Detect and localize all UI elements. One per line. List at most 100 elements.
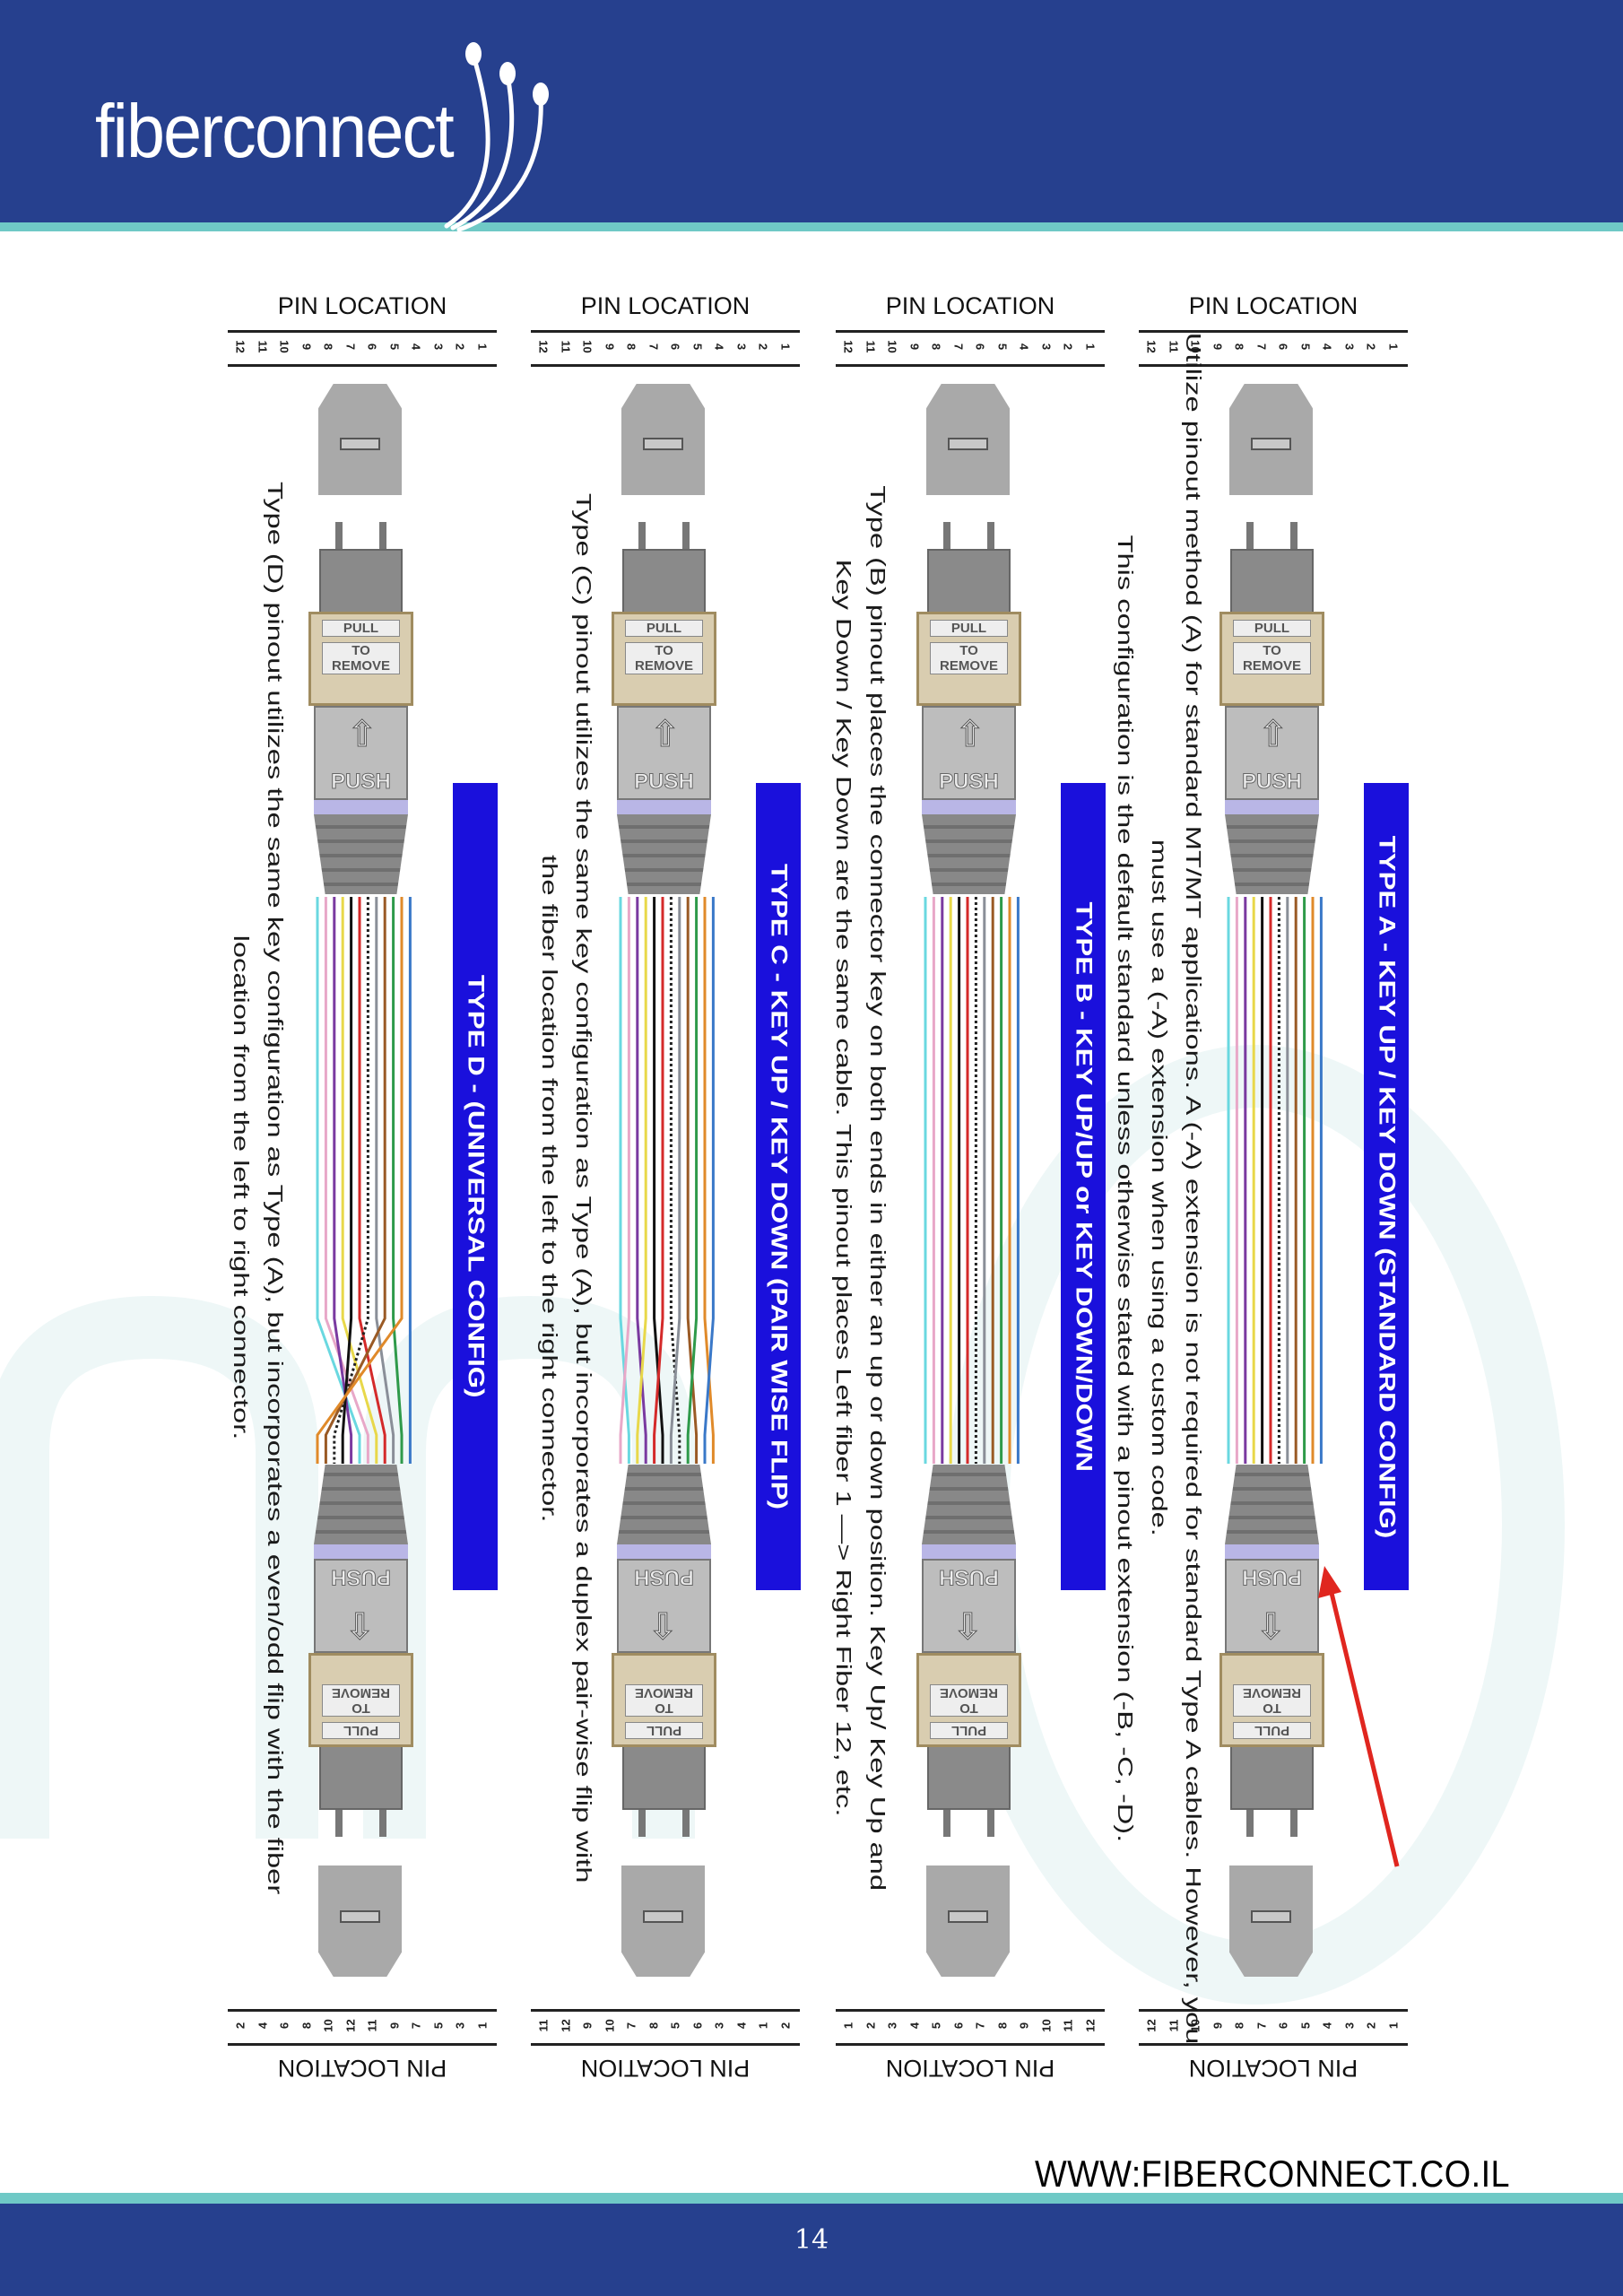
strain-relief-boot	[617, 814, 711, 894]
footer-accent-line	[0, 2193, 1623, 2204]
strain-relief-boot	[922, 814, 1016, 894]
description-line: location from the left to right connecto…	[230, 935, 253, 1441]
description-line: the fiber location from the left to the …	[538, 854, 561, 1523]
fiber-9	[636, 897, 647, 1464]
ferrule-face	[1251, 438, 1291, 450]
pin-strip-line	[836, 2009, 1105, 2012]
arrow-up-icon: ⇧	[650, 715, 681, 755]
guide-pin	[943, 522, 950, 553]
fiber-11	[619, 897, 630, 1464]
fiber-ribbon	[316, 897, 412, 1464]
fiber-10	[333, 897, 353, 1464]
pull-label: PULL	[322, 620, 400, 637]
description-line: Type (C) pinout utilizes the same key co…	[572, 493, 595, 1883]
pin-strip-line	[531, 364, 800, 367]
type-title-bar: TYPE B - KEY UP/UP or KEY DOWN/DOWN	[1061, 783, 1106, 1590]
fiber-ribbon	[924, 897, 1020, 1464]
fiber-7	[358, 897, 386, 1464]
ferrule-face	[340, 438, 380, 450]
fiber-8	[341, 897, 353, 1464]
type-description: Type (D) pinout utilizes the same key co…	[224, 404, 292, 1973]
guide-pin	[1246, 522, 1254, 553]
type-title-bar: TYPE A - KEY UP / KEY DOWN (STANDARD CON…	[1364, 783, 1409, 1590]
page-number: 14	[794, 2224, 829, 2256]
push-label: PUSH	[634, 770, 695, 795]
fiber-12	[316, 897, 361, 1464]
connector-band	[314, 800, 408, 814]
connector-body	[622, 549, 706, 621]
description-line: Utilize pinout method (A) for standard M…	[1182, 332, 1205, 2045]
fiber-ribbon	[1227, 897, 1323, 1464]
push-area: ⇧PUSH	[314, 706, 408, 800]
type-description: Utilize pinout method (A) for standard M…	[1108, 333, 1211, 2045]
pin-strip-line	[531, 2043, 800, 2046]
pull-label: PULL	[625, 620, 703, 637]
remove-label: TO REMOVE	[1233, 642, 1311, 674]
header-bar	[0, 0, 1623, 222]
pin-location-label-top: PIN LOCATION	[277, 292, 447, 319]
push-label: PUSH	[331, 770, 392, 795]
push-label: PUSH	[1242, 770, 1303, 795]
pin-location-label-top: PIN LOCATION	[885, 292, 1055, 319]
guide-pin	[1290, 522, 1298, 553]
pin-strip-line	[531, 330, 800, 333]
push-area: ⇧ PUSH	[617, 706, 711, 800]
fiber-2	[316, 897, 404, 1464]
logo-fiber-icon	[444, 42, 549, 232]
pin-strip-line	[836, 330, 1105, 333]
push-area: ⇧PUSH	[922, 706, 1016, 800]
description-line: This configuration is the default standa…	[1114, 535, 1137, 1842]
pin-strip-line	[228, 364, 497, 367]
ferrule-face	[643, 438, 683, 450]
guide-pin	[335, 522, 343, 553]
strain-relief-boot	[314, 814, 408, 894]
logo: fiberconnect	[95, 89, 455, 173]
type-title: TYPE A - KEY UP / KEY DOWN (STANDARD CON…	[1374, 835, 1400, 1538]
ferrule-end-view	[621, 384, 705, 495]
type-title: TYPE D - (UNIVERSAL CONFIG)	[463, 975, 489, 1398]
fiber-7	[653, 897, 664, 1464]
pin-strip-line	[836, 364, 1105, 367]
pin-location-label-top: PIN LOCATION	[580, 292, 751, 319]
connector-band	[1225, 800, 1319, 814]
pin-strip-line	[531, 2009, 800, 2012]
fiber-5	[669, 897, 681, 1464]
description-text: Utilize pinout method (A) for standard M…	[1108, 333, 1211, 2045]
description-text: Type (D) pinout utilizes the same key co…	[224, 482, 292, 1894]
description-text: Type (C) pinout utilizes the same key co…	[533, 493, 601, 1883]
type-title-bar: TYPE D - (UNIVERSAL CONFIG)	[453, 783, 498, 1590]
website-url[interactable]: WWW:FIBERCONNECT.CO.IL	[1035, 2152, 1511, 2195]
guide-pin	[379, 522, 386, 553]
pin-location-label-top: PIN LOCATION	[1188, 292, 1358, 319]
description-line: must use a (-A) extension when using a c…	[1148, 839, 1171, 1537]
type-title: TYPE B - KEY UP/UP or KEY DOWN/DOWN	[1071, 901, 1097, 1472]
type-title: TYPE C - KEY UP / KEY DOWN (PAIR WISE FL…	[766, 864, 792, 1509]
fiber-5	[375, 897, 395, 1464]
fiber-4	[324, 897, 386, 1464]
fiber-6	[333, 897, 369, 1464]
pin-strip-line	[1139, 2043, 1408, 2046]
guide-pin	[987, 522, 994, 553]
pull-label: PULL	[930, 620, 1008, 637]
pin-strip-line	[1139, 364, 1408, 367]
connector-band	[922, 800, 1016, 814]
pin-strip-line	[228, 2009, 497, 2012]
pin-strip-line	[228, 330, 497, 333]
description-line: Key Down / Key Down are the same cable. …	[832, 560, 855, 1817]
fiber-1	[703, 897, 715, 1464]
fiber-3	[392, 897, 404, 1464]
type-title-bar: TYPE C - KEY UP / KEY DOWN (PAIR WISE FL…	[756, 783, 801, 1590]
pin-strip-line	[228, 2043, 497, 2046]
